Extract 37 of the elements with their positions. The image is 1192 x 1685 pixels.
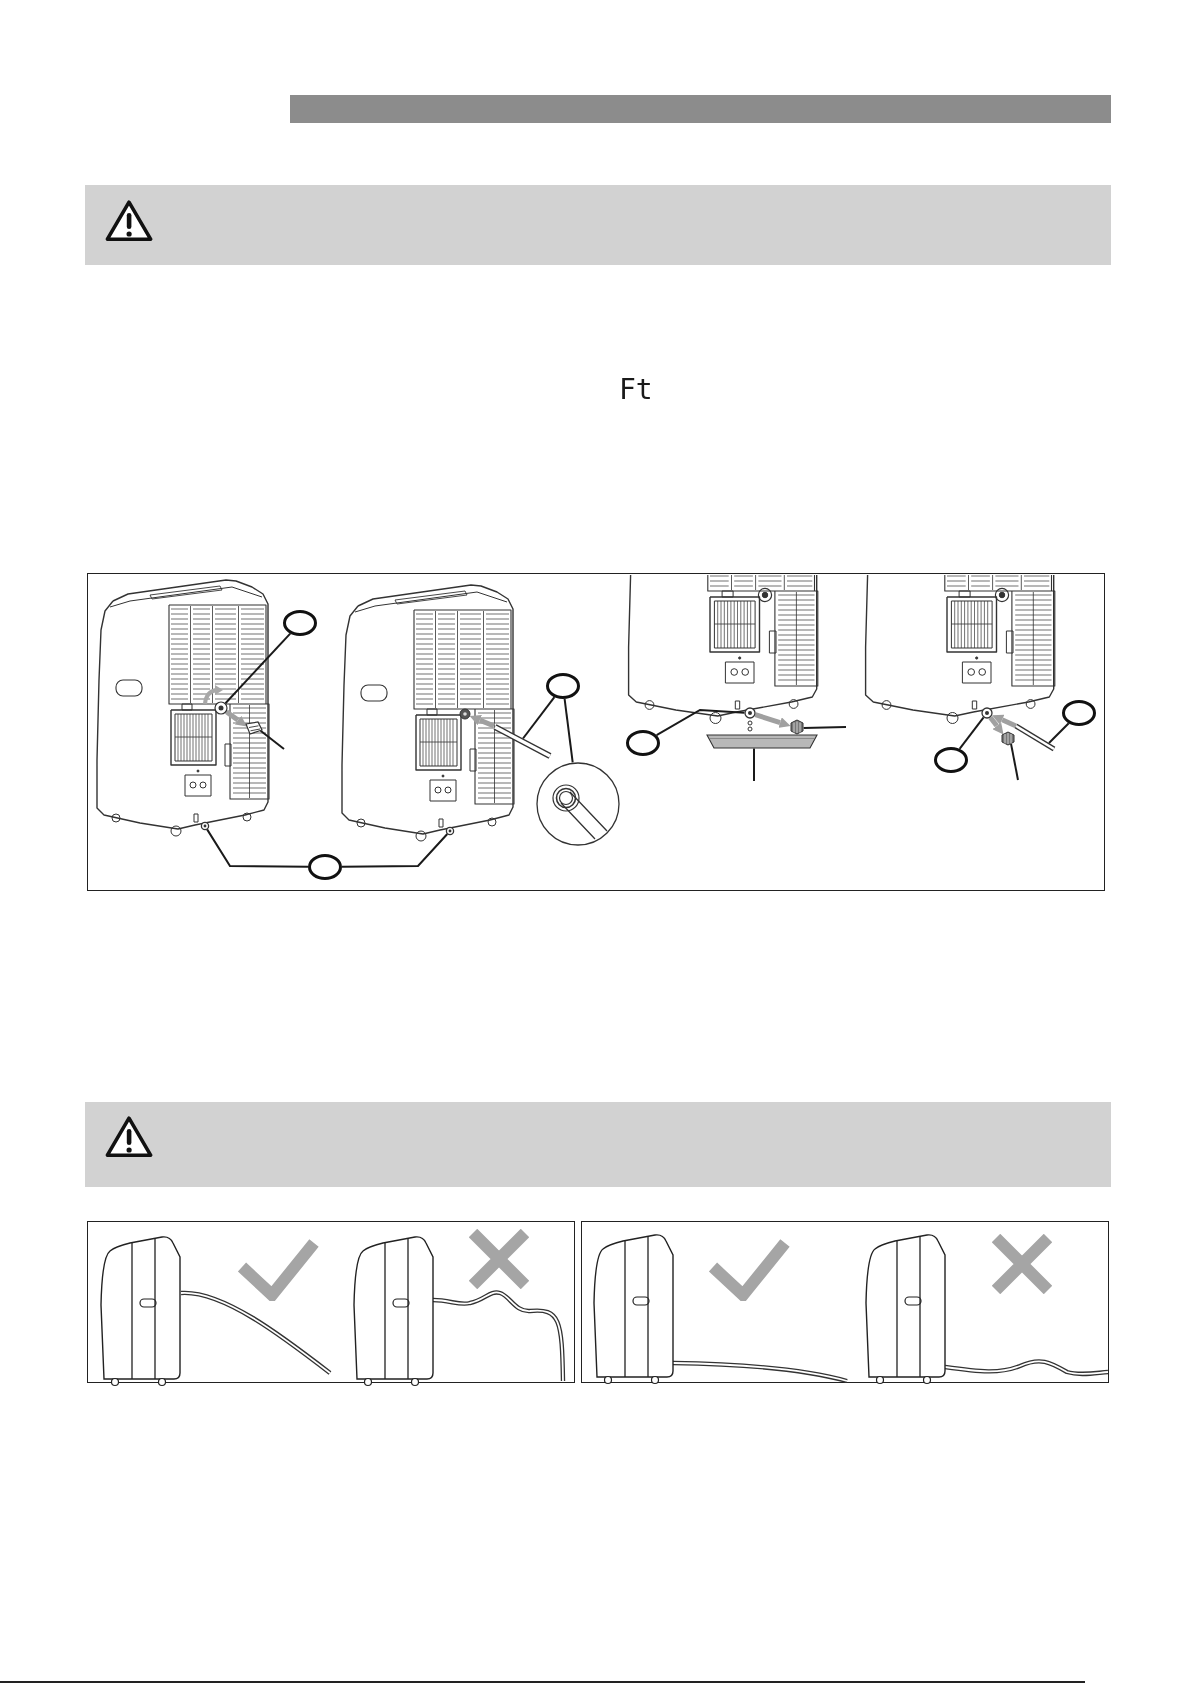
cap-icon bbox=[1001, 731, 1015, 746]
outlet-icon bbox=[459, 708, 471, 720]
leader-line bbox=[1048, 722, 1070, 744]
motion-arrow bbox=[988, 715, 1004, 735]
hose-icon bbox=[1014, 723, 1057, 753]
motion-arrow bbox=[992, 714, 1017, 729]
knob-icon bbox=[214, 701, 228, 715]
leader-line bbox=[1010, 742, 1019, 781]
leader-line bbox=[655, 709, 746, 737]
cap-icon bbox=[790, 719, 804, 735]
callout-circle bbox=[308, 854, 342, 880]
drain-plug-icon bbox=[981, 707, 993, 719]
display-code: Ft bbox=[619, 376, 653, 404]
leader-line bbox=[802, 726, 847, 729]
leader-line bbox=[206, 828, 309, 868]
callout-circle bbox=[283, 610, 317, 636]
drip-tray bbox=[706, 734, 818, 749]
hose-icon bbox=[492, 723, 553, 760]
callout-circle bbox=[934, 747, 968, 773]
leader-line bbox=[259, 729, 285, 750]
leader-line bbox=[753, 747, 755, 782]
drain-plug-icon bbox=[445, 826, 455, 836]
drain-plug-icon bbox=[744, 707, 756, 719]
callout-circle bbox=[626, 730, 660, 756]
motion-arrow bbox=[754, 712, 791, 728]
leader-line bbox=[341, 833, 449, 868]
callout-circle bbox=[1062, 700, 1096, 726]
leader-line bbox=[958, 716, 985, 750]
callout-circle bbox=[546, 673, 580, 699]
leader-line bbox=[563, 697, 574, 764]
leader-line bbox=[224, 632, 292, 705]
drain-plug-icon bbox=[200, 821, 210, 831]
hose-connection-detail bbox=[536, 762, 620, 846]
cap-icon bbox=[245, 721, 263, 735]
leader-line bbox=[522, 696, 556, 740]
motion-arrow bbox=[469, 715, 495, 729]
motion-arrow bbox=[224, 709, 247, 727]
